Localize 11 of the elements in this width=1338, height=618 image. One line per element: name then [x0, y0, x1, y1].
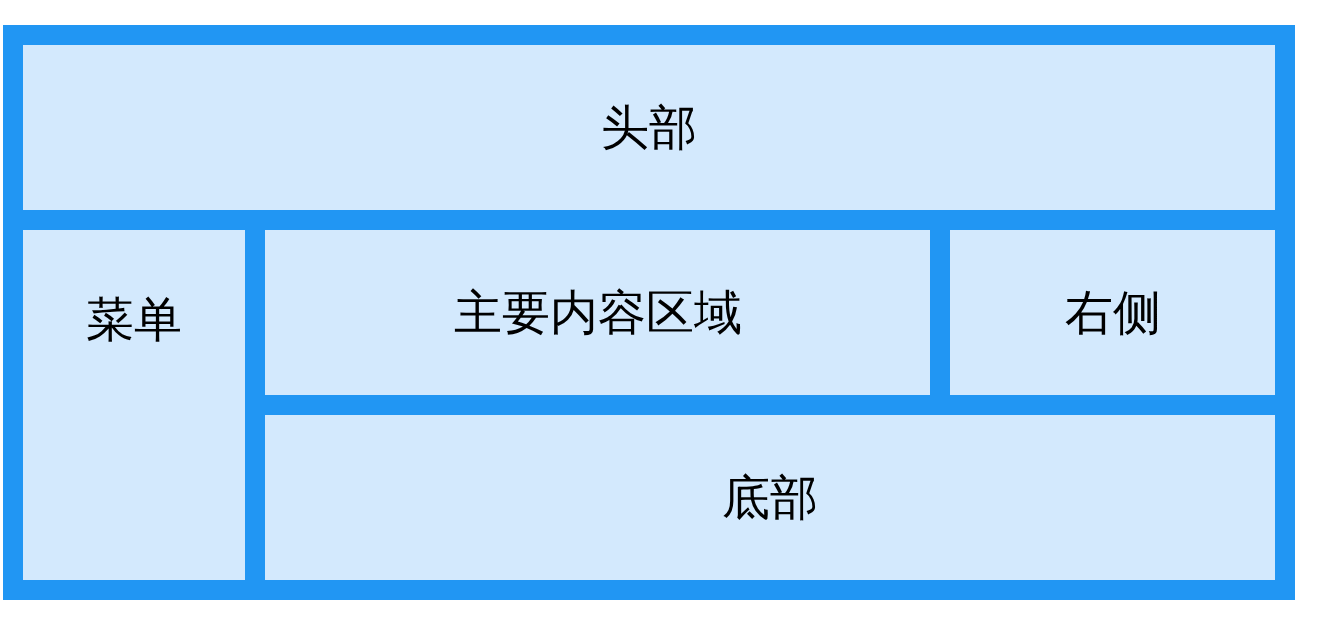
layout-region [265, 230, 930, 395]
layout-region [23, 45, 1275, 210]
layout-region [23, 230, 245, 580]
region-label: 底部 [722, 467, 818, 527]
region-label: 主要内容区域 [453, 282, 742, 342]
layout-region [265, 415, 1275, 580]
region-label: 右侧 [1064, 282, 1161, 342]
region-label: 头部 [601, 97, 697, 157]
layout-frame [3, 25, 1295, 600]
region-label: 菜单 [86, 290, 182, 349]
layout-region [950, 230, 1275, 395]
